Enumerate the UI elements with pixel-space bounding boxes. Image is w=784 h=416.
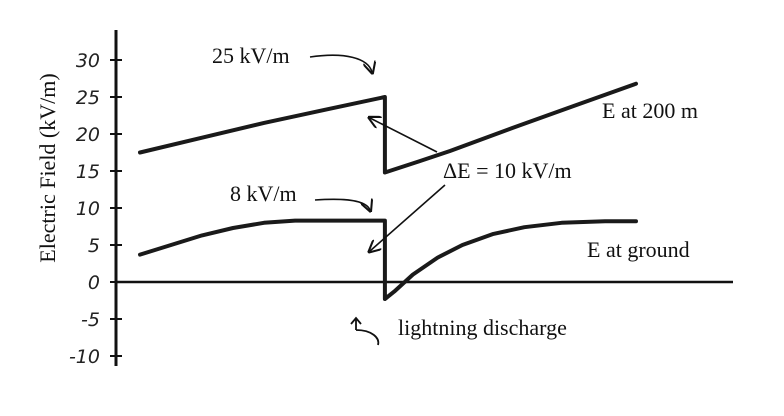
series-group [138, 81, 638, 301]
arrow-discharge [350, 316, 380, 346]
label-peak-ground: 8 kV/m [230, 181, 297, 206]
label-delta-e: ΔE = 10 kV/m [443, 158, 572, 183]
label-series-200m: E at 200 m [602, 98, 698, 123]
y-tick-label: -10 [69, 346, 100, 368]
y-tick-label: 10 [76, 198, 100, 220]
label-series-ground: E at ground [587, 237, 690, 262]
y-tick-label: 20 [76, 124, 100, 146]
y-tick-label: 15 [76, 161, 100, 183]
y-tick-label: -5 [81, 309, 100, 331]
label-peak-200m: 25 kV/m [212, 43, 290, 68]
y-tick-label: 25 [76, 87, 100, 109]
label-discharge: lightning discharge [398, 315, 567, 340]
y-axis-label: Electric Field (kV/m) [35, 73, 60, 262]
y-tick-label: 5 [88, 235, 100, 257]
series-line-200m [138, 81, 638, 175]
y-tick-label: 0 [88, 272, 100, 294]
series-line-ground [138, 218, 638, 301]
y-tick-label: 30 [76, 50, 100, 72]
arrow-peak-ground [314, 199, 370, 210]
y-ticks: 30 25 20 15 10 5 0 -5 -10 [69, 50, 122, 368]
arrow-delta-upper [370, 118, 438, 153]
arrow-peak-200m [309, 54, 372, 72]
arrow-delta-lower [370, 184, 446, 251]
